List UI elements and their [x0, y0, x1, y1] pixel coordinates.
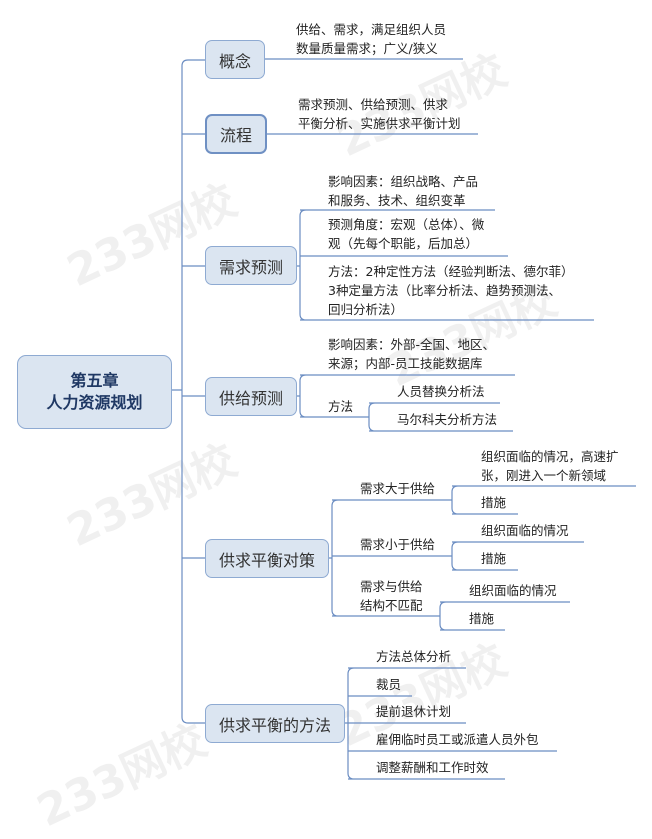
leaf-concept[interactable]: 供给、需求，满足组织人员 数量质量需求；广义/狭义	[296, 22, 447, 56]
leaf-situation[interactable]: 组织面临的情况，高速扩 张，刚进入一个新领域	[481, 449, 619, 483]
spine-connector	[171, 59, 205, 724]
leaf-structure-mismatch[interactable]: 需求与供给 结构不匹配	[360, 579, 423, 613]
leaf-measures[interactable]: 措施	[469, 611, 495, 626]
balance-connector	[328, 485, 636, 631]
branch-supply-forecast[interactable]: 供给预测	[205, 377, 297, 416]
leaf-process[interactable]: 需求预测、供给预测、供求 平衡分析、实施供求平衡计划	[298, 97, 461, 131]
leaf-layoff[interactable]: 裁员	[376, 677, 402, 692]
leaf-measures[interactable]: 措施	[481, 551, 507, 566]
leaf-measures[interactable]: 措施	[481, 495, 507, 510]
leaf-supply-methods[interactable]: 方法	[328, 399, 354, 414]
leaf-demand-angle[interactable]: 预测角度：宏观（总体）、微 观（先每个职能，后加总）	[328, 217, 485, 251]
leaf-adjust-pay[interactable]: 调整薪酬和工作时效	[376, 760, 489, 775]
leaf-situation[interactable]: 组织面临的情况	[469, 583, 557, 598]
branch-balance-methods[interactable]: 供求平衡的方法	[205, 704, 345, 743]
demand-connector	[296, 209, 594, 321]
leaf-demand-exceeds-supply[interactable]: 需求大于供给	[360, 481, 436, 496]
leaf-demand-below-supply[interactable]: 需求小于供给	[360, 537, 436, 552]
root-node[interactable]: 第五章 人力资源规划	[17, 355, 172, 429]
root-chapter: 第五章	[70, 371, 119, 390]
supply-connector	[296, 374, 515, 432]
branch-process[interactable]: 流程	[205, 114, 267, 154]
leaf-demand-factors[interactable]: 影响因素：组织战略、产品 和服务、技术、组织变革	[328, 174, 479, 208]
leaf-early-retirement[interactable]: 提前退休计划	[376, 704, 452, 719]
leaf-markov-analysis[interactable]: 马尔科夫分析方法	[397, 412, 498, 427]
branch-balance-measures[interactable]: 供求平衡对策	[205, 539, 329, 578]
branch-demand-forecast[interactable]: 需求预测	[205, 246, 297, 285]
leaf-demand-methods[interactable]: 方法：2种定性方法（经验判断法、德尔菲） 3种定量方法（比率分析法、趋势预测法、…	[328, 264, 574, 317]
leaf-supply-factors[interactable]: 影响因素：外部-全国、地区、 来源；内部-员工技能数据库	[328, 337, 496, 371]
leaf-temp-outsourcing[interactable]: 雇佣临时员工或派遣人员外包	[376, 732, 539, 747]
branch-concept[interactable]: 概念	[205, 40, 265, 79]
leaf-method-overall[interactable]: 方法总体分析	[376, 649, 452, 664]
leaf-replacement-analysis[interactable]: 人员替换分析法	[397, 384, 485, 399]
leaf-situation[interactable]: 组织面临的情况	[481, 523, 569, 538]
connector-lines	[171, 58, 636, 780]
root-title: 人力资源规划	[46, 393, 143, 412]
methods-connector	[344, 667, 557, 780]
